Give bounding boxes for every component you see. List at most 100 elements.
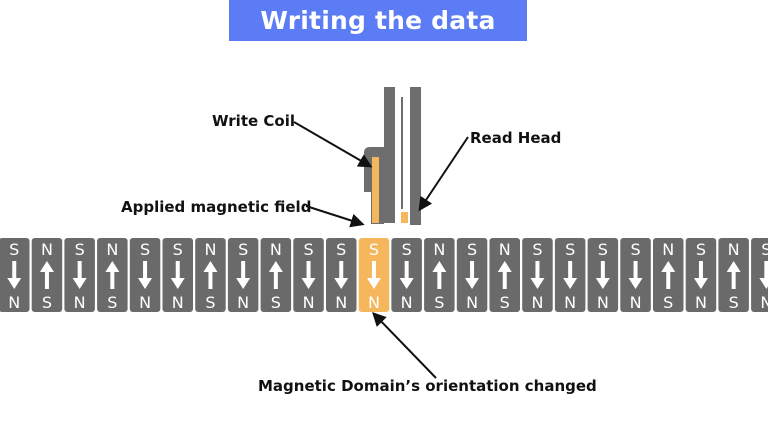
arrow-up-icon xyxy=(105,261,120,289)
domain-bottom-pole: N xyxy=(564,293,576,312)
magnetic-domain: NS xyxy=(260,238,292,312)
write-coil-label: Write Coil xyxy=(212,112,295,130)
arrow-down-icon xyxy=(563,261,578,289)
head-left-pole xyxy=(384,87,395,223)
magnetic-domain: SN xyxy=(162,238,193,312)
domain-block xyxy=(751,238,768,312)
domain-top-pole: S xyxy=(467,240,477,259)
domain-bottom-pole: N xyxy=(237,293,249,312)
write-coil-arrow xyxy=(293,121,373,168)
domain-top-pole: N xyxy=(433,240,445,259)
arrow-up-icon xyxy=(661,261,676,289)
domain-bottom-pole: S xyxy=(500,293,510,312)
domain-top-pole: S xyxy=(598,240,608,259)
domain-bottom-pole: N xyxy=(8,293,20,312)
magnetic-domain: SN xyxy=(554,238,586,312)
arrow-up-icon xyxy=(203,261,218,289)
domain-changed-label: Magnetic Domain’s orientation changed xyxy=(258,377,597,395)
domain-bottom-pole: S xyxy=(205,293,215,312)
domain-top-pole: N xyxy=(41,240,53,259)
domain-bottom-pole: N xyxy=(139,293,151,312)
domain-highlighted: SN xyxy=(358,238,390,312)
domain-top-pole: S xyxy=(565,240,575,259)
domain-top-pole: S xyxy=(532,240,542,259)
read-write-head xyxy=(364,87,421,225)
domain-bottom-pole: N xyxy=(172,293,184,312)
domain-top-pole: N xyxy=(106,240,118,259)
arrow-down-icon xyxy=(399,261,414,289)
arrow-down-icon xyxy=(366,261,381,289)
magnetic-domain: NS xyxy=(31,238,63,312)
domain-bottom-pole: S xyxy=(271,293,281,312)
magnetic-domain: SN xyxy=(522,238,553,312)
domain-bottom-pole: S xyxy=(663,293,673,312)
arrow-down-icon xyxy=(236,261,251,289)
magnetic-domain: SN xyxy=(293,238,324,312)
magnetic-domain: SN xyxy=(0,238,30,312)
arrow-down-icon xyxy=(72,261,87,289)
domain-top-pole: S xyxy=(75,240,85,259)
domain-top-pole: S xyxy=(303,240,313,259)
magnetic-domain: SN xyxy=(456,238,488,312)
magnetic-domain: SN xyxy=(751,238,768,312)
arrow-down-icon xyxy=(465,261,480,289)
domain-top-pole: S xyxy=(140,240,150,259)
domain-top-pole: S xyxy=(696,240,706,259)
domain-top-pole: N xyxy=(270,240,282,259)
arrow-up-icon xyxy=(432,261,447,289)
magnetic-domain: NS xyxy=(424,238,455,312)
domain-bottom-pole: N xyxy=(74,293,86,312)
magnetic-domain-track: SNNSSNNSSNSNNSSNNSSNSNSNSNNSSNNSSNSNSNSN… xyxy=(0,238,768,312)
domain-bottom-pole: S xyxy=(42,293,52,312)
magnetic-domain: SN xyxy=(227,238,259,312)
arrow-down-icon xyxy=(301,261,316,289)
read-sensor xyxy=(401,212,408,223)
domain-bottom-pole: N xyxy=(760,293,768,312)
applied-field-arrow xyxy=(305,205,365,228)
domain-bottom-pole: N xyxy=(531,293,543,312)
arrow-up-icon xyxy=(497,261,512,289)
arrow-up-icon xyxy=(39,261,54,289)
domain-top-pole: S xyxy=(402,240,412,259)
magnetic-domain: NS xyxy=(653,238,684,312)
arrow-down-icon xyxy=(170,261,185,289)
head-shield-line xyxy=(401,97,403,209)
title-banner: Writing the data xyxy=(229,0,527,41)
domain-bottom-pole: S xyxy=(434,293,444,312)
magnetic-domain: SN xyxy=(129,238,161,312)
domain-top-pole: S xyxy=(9,240,19,259)
arrow-down-icon xyxy=(759,261,768,289)
arrow-down-icon xyxy=(530,261,545,289)
domain-bottom-pole: N xyxy=(695,293,707,312)
magnetic-domain: NS xyxy=(718,238,749,312)
magnetic-domain: SN xyxy=(64,238,95,312)
magnetic-domain: NS xyxy=(195,238,226,312)
magnetic-domain: NS xyxy=(97,238,128,312)
domain-top-pole: N xyxy=(662,240,674,259)
domain-bottom-pole: S xyxy=(107,293,117,312)
domain-top-pole: S xyxy=(238,240,248,259)
domain-top-pole: S xyxy=(761,240,768,259)
arrow-down-icon xyxy=(7,261,22,289)
domain-top-pole: S xyxy=(630,240,640,259)
arrow-down-icon xyxy=(628,261,643,289)
domain-bottom-pole: N xyxy=(630,293,642,312)
domain-changed-arrow xyxy=(372,311,437,379)
domain-bottom-pole: S xyxy=(729,293,739,312)
magnetic-domain: SN xyxy=(326,238,357,312)
head-right-pole xyxy=(410,87,421,225)
domain-bottom-pole: N xyxy=(401,293,413,312)
read-head-arrow xyxy=(418,136,469,212)
read-head-label: Read Head xyxy=(470,129,562,147)
domain-top-pole: N xyxy=(204,240,216,259)
domain-bottom-pole: N xyxy=(303,293,315,312)
domain-bottom-pole: N xyxy=(597,293,609,312)
domain-bottom-pole: N xyxy=(335,293,347,312)
write-coil-core xyxy=(372,157,379,223)
arrow-up-icon xyxy=(268,261,283,289)
page-title: Writing the data xyxy=(260,6,496,35)
magnetic-domain: SN xyxy=(391,238,422,312)
domain-top-pole: S xyxy=(369,240,379,259)
arrow-down-icon xyxy=(138,261,153,289)
